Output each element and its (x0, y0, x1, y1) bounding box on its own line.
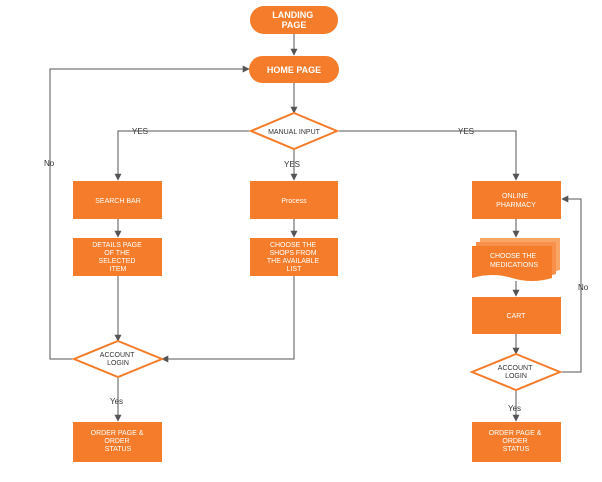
node-account-login-left-line-1: ACCOUNT (100, 352, 135, 359)
edge-manual-input-to-online-pharmacy (337, 130, 520, 181)
node-cart-line-1: CART (507, 313, 527, 320)
node-search-bar: SEARCH BAR (73, 181, 162, 219)
node-online-pharmacy-line-1: ONLINE (502, 193, 528, 200)
node-choose-shops-line-2: SHOPS FROM (269, 250, 316, 257)
node-landing-page-line-1: LANDING (272, 10, 313, 20)
node-cart: CART (472, 297, 561, 334)
node-online-pharmacy-line-2: PHARMACY (496, 202, 536, 209)
node-account-login-right-line-2: LOGIN (505, 373, 527, 380)
node-order-left-line-2: ORDER (104, 438, 129, 445)
svg-text:LANDING PAGE: LANDING PAGE (272, 10, 316, 30)
edge-account-login-right-no-to-online-pharmacy (560, 195, 582, 373)
node-process: Process (250, 181, 338, 219)
edge-choose-shops-to-account-login-left (161, 276, 295, 363)
node-choose-medications-line-2: MEDICATIONS (490, 262, 538, 269)
node-home-page-line-1: HOME PAGE (267, 65, 321, 75)
node-account-login-right-line-1: ACCOUNT (498, 365, 533, 372)
node-details-page-line-4: ITEM (110, 266, 127, 273)
edge-label-yes-order-left: Yes (110, 397, 123, 406)
svg-text:ACCOUNT LOGIN: ACCOUNT LOGIN (498, 365, 534, 380)
edge-label-yes-left: YES (132, 127, 148, 136)
node-manual-input: MANUAL INPUT (248, 111, 340, 151)
node-choose-medications: CHOOSE THE MEDICATIONS (472, 238, 560, 281)
edge-account-login-left-no-to-home (49, 65, 250, 360)
edge-label-no-left: No (44, 159, 55, 168)
svg-text:Process: Process (281, 198, 307, 205)
svg-text:CHOOSE THE SHOPS FROM: CHOOSE THE SHOPS FROM THE AVAILABLE LIST (267, 242, 321, 273)
node-search-bar-line-1: SEARCH BAR (95, 198, 141, 205)
node-order-left: ORDER PAGE & ORDER STATUS (73, 422, 162, 462)
edge-manual-input-to-search-bar (114, 130, 251, 181)
node-landing-page: LANDING PAGE (250, 6, 338, 34)
svg-text:CART: CART (507, 313, 527, 320)
node-process-line-1: Process (281, 198, 307, 205)
svg-text:CHOOSE THE MEDICATIONS: CHOOSE THE MEDICATIONS (490, 253, 538, 269)
node-order-right-line-2: ORDER (502, 438, 527, 445)
node-landing-page-line-2: PAGE (282, 20, 307, 30)
node-details-page-line-3: SELECTED (99, 258, 136, 265)
edge-label-yes-center: YES (284, 160, 300, 169)
node-account-login-left: ACCOUNT LOGIN (71, 339, 165, 379)
svg-text:ACCOUNT LOGIN: ACCOUNT LOGIN (100, 352, 136, 367)
svg-text:SEARCH BAR: SEARCH BAR (95, 198, 141, 205)
node-choose-shops-line-1: CHOOSE THE (270, 242, 316, 249)
node-details-page: DETAILS PAGE OF THE SELECTED ITEM (73, 238, 162, 276)
node-order-left-line-1: ORDER PAGE & (91, 430, 144, 437)
node-choose-medications-line-1: CHOOSE THE (490, 253, 536, 260)
edge-label-no-right: No (578, 283, 589, 292)
edge-label-yes-right: YES (458, 127, 474, 136)
node-order-right-line-3: STATUS (503, 446, 530, 453)
node-details-page-line-2: OF THE (104, 250, 130, 257)
svg-text:MANUAL INPUT: MANUAL INPUT (268, 129, 321, 136)
node-details-page-line-1: DETAILS PAGE (92, 242, 142, 249)
svg-text:ONLINE PHARMACY: ONLINE PHARMACY (496, 193, 536, 209)
edges (49, 34, 582, 422)
node-account-login-left-line-2: LOGIN (107, 360, 129, 367)
node-choose-shops: CHOOSE THE SHOPS FROM THE AVAILABLE LIST (250, 238, 338, 276)
node-choose-shops-line-3: THE AVAILABLE (267, 258, 320, 265)
nodes: LANDING PAGE HOME PAGE MANUAL INPUT SEAR… (71, 6, 563, 462)
edge-label-yes-order-right: Yes (508, 404, 521, 413)
edge-labels: YES YES YES No No Yes Yes (44, 127, 589, 413)
node-order-left-line-3: STATUS (105, 446, 132, 453)
svg-text:ORDER PAGE & ORDER: ORDER PAGE & ORDER STATUS (489, 430, 544, 453)
node-home-page: HOME PAGE (249, 56, 339, 83)
node-account-login-right: ACCOUNT LOGIN (469, 352, 563, 392)
node-online-pharmacy: ONLINE PHARMACY (472, 181, 561, 219)
svg-text:DETAILS PAGE OF THE: DETAILS PAGE OF THE SELECTED ITEM (92, 242, 144, 273)
node-manual-input-line-1: MANUAL INPUT (268, 129, 321, 136)
node-order-right-line-1: ORDER PAGE & (489, 430, 542, 437)
node-order-right: ORDER PAGE & ORDER STATUS (472, 422, 561, 462)
svg-text:ORDER PAGE & ORDER: ORDER PAGE & ORDER STATUS (91, 430, 146, 453)
node-choose-shops-line-4: LIST (287, 266, 303, 273)
svg-text:HOME PAGE: HOME PAGE (267, 65, 321, 75)
